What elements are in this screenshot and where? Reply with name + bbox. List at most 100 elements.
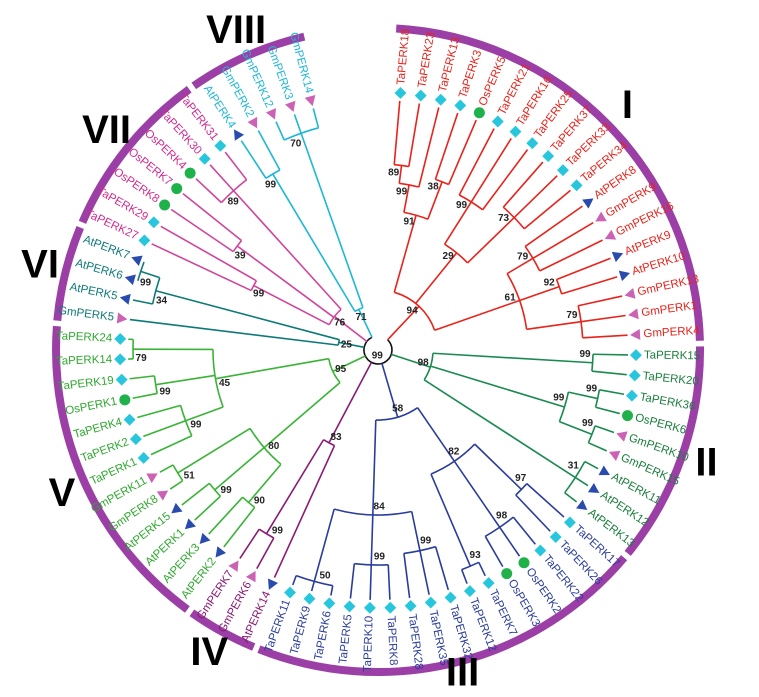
tree-branch-arc xyxy=(328,358,341,384)
tree-branch xyxy=(434,546,450,591)
tree-branch xyxy=(403,184,410,213)
tree-branch xyxy=(170,208,234,253)
leaf-label: TaPERK20 xyxy=(642,370,699,388)
diamond-marker-icon xyxy=(404,599,417,612)
tree-branch-arc xyxy=(587,425,596,444)
leaf-label: TaPERK18 xyxy=(395,28,412,85)
group-label: II xyxy=(695,440,717,484)
tree-branch-arc xyxy=(172,464,184,482)
tree-branch xyxy=(432,352,593,364)
tree-branch xyxy=(515,494,551,532)
triangle-marker-icon xyxy=(131,255,143,266)
tree-branch xyxy=(263,381,341,449)
tree-branch xyxy=(155,289,340,341)
tree-branch-arc xyxy=(295,574,333,587)
tree-branch xyxy=(474,443,522,491)
tree-branch xyxy=(430,365,565,408)
leaf-label: TaPERK9 xyxy=(288,605,313,656)
tree-branch xyxy=(577,295,623,307)
tree-branch-arc xyxy=(328,308,342,326)
tree-branch xyxy=(502,161,544,208)
bootstrap-value: 71 xyxy=(355,312,367,323)
diamond-marker-icon xyxy=(363,601,376,614)
bootstrap-value: 99 xyxy=(374,552,386,563)
diamond-marker-icon xyxy=(129,433,142,446)
leaf-label: OsPERK1 xyxy=(64,396,118,418)
bootstrap-value: 99 xyxy=(253,288,265,299)
triangle-marker-icon xyxy=(228,560,239,572)
bootstrap-value: 39 xyxy=(234,251,246,262)
tree-branch xyxy=(526,483,565,518)
bootstrap-value: 99 xyxy=(372,351,384,362)
bootstrap-value: 90 xyxy=(254,496,266,507)
diamond-marker-icon xyxy=(424,596,437,609)
tree-branch xyxy=(484,535,504,568)
leaf-label: GmPERK1 xyxy=(641,300,698,320)
bootstrap-value: 61 xyxy=(505,293,517,304)
diamond-marker-icon xyxy=(323,597,336,610)
diamond-marker-icon xyxy=(509,125,522,138)
tree-branch xyxy=(239,528,260,559)
tree-branch xyxy=(423,379,576,479)
triangle-marker-icon xyxy=(268,578,279,590)
leaf-label: TaPERK13 xyxy=(437,36,462,93)
diamond-marker-icon xyxy=(482,577,495,590)
leaf-label: TaPERK23 xyxy=(416,31,437,88)
tree-branch xyxy=(408,103,421,167)
leaf-label: AtPERK7 xyxy=(81,234,131,262)
leaf-label: TaPERK10 xyxy=(362,616,376,673)
triangle-marker-icon xyxy=(245,570,256,583)
tree-branch xyxy=(460,569,468,584)
tree-branch xyxy=(330,585,334,596)
triangle-marker-icon xyxy=(628,308,639,320)
triangle-marker-icon xyxy=(604,229,617,240)
bootstrap-value: 99 xyxy=(190,420,202,431)
tree-branch xyxy=(532,222,594,260)
tree-branch-arc xyxy=(208,482,221,497)
group-label: V xyxy=(49,471,76,515)
bootstrap-value: 99 xyxy=(396,186,408,197)
tree-branch xyxy=(524,205,583,248)
bootstrap-value: 95 xyxy=(335,364,347,375)
group-arc xyxy=(257,555,628,677)
tree-branch-arc xyxy=(232,239,243,253)
circle-marker-icon xyxy=(473,107,485,119)
circle-marker-icon xyxy=(501,568,513,580)
tree-branch xyxy=(561,276,618,295)
diamond-marker-icon xyxy=(147,216,160,229)
diamond-marker-icon xyxy=(114,353,127,366)
tree-branch xyxy=(434,299,520,331)
leaf-label: OsPERK6 xyxy=(634,412,688,437)
tree-branch xyxy=(209,164,235,192)
triangle-marker-icon xyxy=(265,108,276,120)
triangle-marker-icon xyxy=(119,293,131,305)
tree-branch xyxy=(512,516,536,545)
tree-branch xyxy=(185,406,224,422)
tree-branch xyxy=(415,252,458,304)
tree-branch xyxy=(358,308,373,338)
tree-branch-arc xyxy=(435,178,450,186)
bootstrap-value: 70 xyxy=(290,138,302,149)
triangle-marker-icon xyxy=(285,100,296,113)
tree-branch-arc xyxy=(137,261,145,282)
tree-branch-arc xyxy=(363,336,393,365)
group-label: III xyxy=(446,651,479,695)
tree-branch-arc xyxy=(333,508,412,516)
tree-branch xyxy=(387,564,391,600)
tree-branch xyxy=(155,374,216,386)
tree-branch xyxy=(381,363,399,418)
leaf-label: GmPERK13 xyxy=(636,273,700,298)
diamond-marker-icon xyxy=(534,544,547,557)
tree-branch xyxy=(398,165,403,184)
triangle-marker-icon xyxy=(215,546,227,558)
tree-branch xyxy=(215,357,329,380)
circle-marker-icon xyxy=(622,410,634,422)
tree-branch xyxy=(182,192,242,242)
diamond-marker-icon xyxy=(542,150,555,163)
triangle-marker-icon xyxy=(184,518,196,530)
triangle-marker-icon xyxy=(618,270,630,282)
triangle-marker-icon xyxy=(233,129,245,141)
tree-branch xyxy=(506,257,534,275)
tree-branch xyxy=(372,419,377,515)
diamond-marker-icon xyxy=(434,93,447,106)
